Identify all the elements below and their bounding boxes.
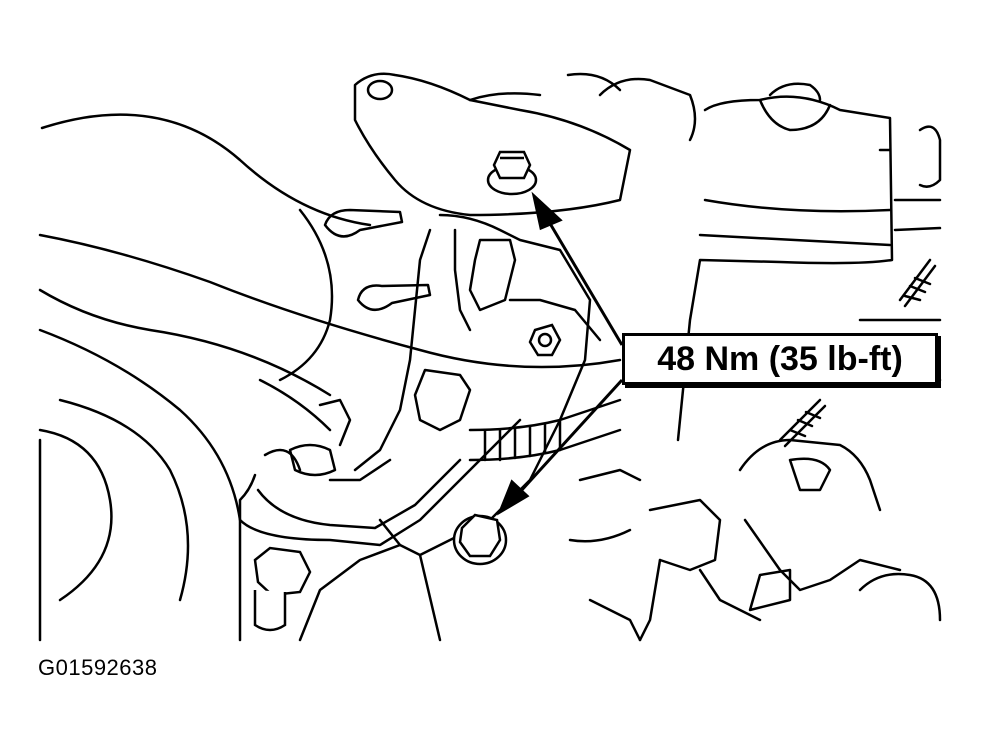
lower-bracket-plate bbox=[240, 420, 520, 545]
torque-callout: 48 Nm (35 lb-ft) bbox=[622, 333, 938, 385]
figure-id: G01592638 bbox=[38, 655, 158, 680]
callout-leader-lower bbox=[500, 380, 622, 512]
upper-mount-bolt bbox=[488, 152, 536, 194]
lower-right-component bbox=[740, 440, 880, 510]
upper-mount-body bbox=[355, 74, 630, 215]
bottom-left-bolt bbox=[255, 548, 310, 630]
reservoir-housing bbox=[678, 97, 892, 440]
background-contour-upper-left bbox=[42, 115, 370, 225]
upper-stud-nut bbox=[368, 81, 392, 99]
callout-leader-upper bbox=[534, 196, 622, 345]
threaded-stud-lower bbox=[780, 400, 825, 446]
threaded-stud-upper bbox=[900, 260, 935, 306]
lower-mount-bolt bbox=[454, 515, 506, 564]
bracket-arm bbox=[380, 215, 590, 555]
bracket-bolt-small bbox=[530, 325, 560, 355]
